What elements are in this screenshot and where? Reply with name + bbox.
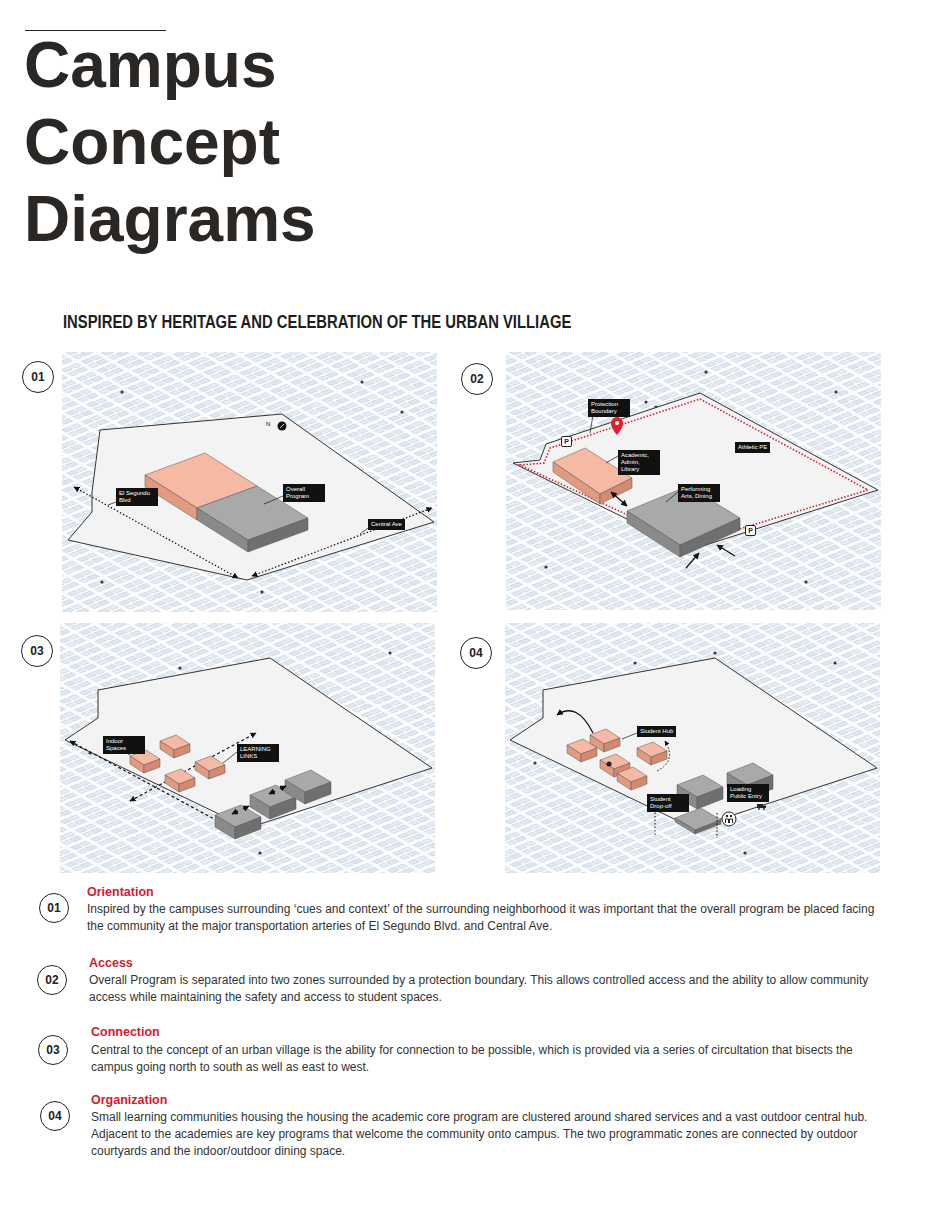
site-axon-2 xyxy=(506,352,881,610)
section-heading: Organization xyxy=(91,1093,167,1108)
page-title: Campus Concept Diagrams xyxy=(24,27,354,258)
panel-number-text: 04 xyxy=(469,646,482,660)
site-axon-1 xyxy=(62,352,437,612)
callout-tag-text: Protection Boundary xyxy=(591,401,627,415)
section-number: 02 xyxy=(37,965,67,995)
callout-tag: Overall Program xyxy=(283,484,325,502)
section-heading: Connection xyxy=(91,1025,160,1040)
callout-tag: El Segundo Blvd xyxy=(116,488,158,506)
section-number-text: 01 xyxy=(47,901,60,915)
parking-icon: P xyxy=(745,525,756,536)
callout-tag: Student Hub xyxy=(637,726,676,737)
panel-number-text: 02 xyxy=(470,372,483,386)
north-label: N xyxy=(266,421,270,428)
callout-tag: Academic, Admin, Library xyxy=(618,450,660,475)
callout-tag-text: Indoor Spaces xyxy=(106,738,142,752)
callout-tag: Indoor Spaces xyxy=(103,736,145,754)
section-number: 01 xyxy=(39,893,69,923)
panel-number: 04 xyxy=(460,637,492,669)
section-heading: Orientation xyxy=(87,885,154,900)
callout-tag-text: LEARNING LINKS xyxy=(240,746,276,760)
panel-number: 03 xyxy=(21,635,53,667)
parking-icon-text: P xyxy=(748,527,753,534)
section-body: Inspired by the campuses surrounding ‘cu… xyxy=(87,901,877,935)
callout-tag-text: Athletic PE xyxy=(738,444,767,451)
callout-tag: Loading Public Entry xyxy=(727,784,769,802)
section-number-text: 04 xyxy=(48,1109,61,1123)
callout-tag: Performing Arts, Dining xyxy=(678,484,720,502)
section-number-text: 02 xyxy=(45,973,58,987)
callout-tag: Protection Boundary xyxy=(588,399,630,417)
callout-tag: LEARNING LINKS xyxy=(237,744,279,762)
section-number: 04 xyxy=(40,1101,70,1131)
section-number-text: 03 xyxy=(46,1043,59,1057)
callout-tag: Athletic PE xyxy=(735,442,770,453)
callout-tag-text: Student Drop-off xyxy=(650,796,686,810)
callout-tag-text: Performing Arts, Dining xyxy=(681,486,717,500)
callout-tag: Student Drop-off xyxy=(647,794,689,812)
section-heading: Access xyxy=(89,956,133,971)
panel-number: 01 xyxy=(22,361,54,393)
subtitle: INSPIRED BY HERITAGE AND CELEBRATION OF … xyxy=(63,311,571,333)
section-body: Central to the concept of an urban villa… xyxy=(91,1042,881,1076)
callout-tag-text: Student Hub xyxy=(640,728,673,735)
section-number: 03 xyxy=(38,1035,68,1065)
callout-tag: Central Ave xyxy=(368,519,405,530)
callout-tag-text: Academic, Admin, Library xyxy=(621,452,657,473)
site-axon-4 xyxy=(505,623,880,873)
panel-number-text: 01 xyxy=(31,370,44,384)
callout-tag-text: Loading Public Entry xyxy=(730,786,766,800)
section-body: Small learning communities housing the h… xyxy=(91,1109,881,1160)
callout-tag-text: Central Ave xyxy=(371,521,402,528)
parking-icon: P xyxy=(561,436,572,447)
callout-tag-text: El Segundo Blvd xyxy=(119,490,155,504)
callout-tag-text: Overall Program xyxy=(286,486,322,500)
section-body: Overall Program is separated into two zo… xyxy=(89,972,879,1006)
panel-number: 02 xyxy=(461,363,493,395)
panel-number-text: 03 xyxy=(30,644,43,658)
parking-icon-text: P xyxy=(564,438,569,445)
